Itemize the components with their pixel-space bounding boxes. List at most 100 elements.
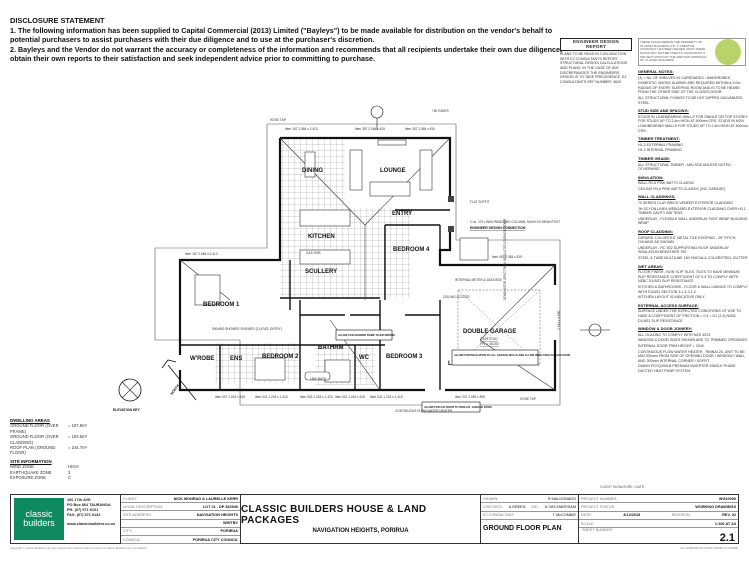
site-info-value: HIGH <box>68 464 79 470</box>
copyright-box: THESE PLANS REMAIN THE PROPERTY OF CLASS… <box>638 38 746 66</box>
client-field-value: WHITBY <box>223 521 238 526</box>
area-row: GROUND FLOOR (OVER FRAME)= 187.8m² <box>10 423 120 434</box>
client-row: CITY:PORIRUA <box>121 528 240 536</box>
shower-label: 900x900 SHOWER SHOWER (2 LEVEL ENTRY) <box>212 327 282 331</box>
engineer-report-box: ENGINEER DESIGN REPORT <box>560 38 632 52</box>
shower-dome-note: ALLOW FOR SHOWER DOME TO BATHROOM <box>338 333 395 337</box>
garage-ffl-label: FFL = 48.200 <box>480 342 499 346</box>
room-kitchen: KITCHEN <box>308 234 335 240</box>
client-row: COUNCIL:PORIRUA CITY COUNCIL <box>121 536 240 545</box>
north-arrow-icon <box>161 359 197 401</box>
revision-label: REVISION: <box>671 513 691 518</box>
room-double-garage: DOUBLE GARAGE <box>463 329 516 335</box>
floor-plan-drawing: DINING LOUNGE ENTRY KITCHEN SCULLERY BED… <box>113 105 610 413</box>
sheet-title: GROUND FLOOR PLAN <box>483 524 562 532</box>
site-info-value: 3 <box>68 469 71 475</box>
note-line: ALL GLAZING TO COMPLY WITH NZS 4223 <box>638 332 711 337</box>
elevation-key-label: ELEVATION KEY <box>113 408 141 412</box>
note-line: CEILING R3.6 PINK BATTS CLASSIC (INC GAR… <box>638 186 726 191</box>
client-row: CLIENT:NICK MONRAD & LAURELLE KERR <box>121 495 240 504</box>
note-line: STUDS IN LOADBEARING WALLS FOR SINGLE OR… <box>638 114 748 133</box>
note-line: H1.2 INTERNAL FRAMING <box>638 148 682 153</box>
area-label: ROOF PLAN (GROUND FLOOR) <box>10 445 56 456</box>
address-line: PO Box 864 TAURANGA <box>67 503 111 507</box>
client-field-value: NAVIGATION HEIGHTS <box>196 512 238 517</box>
disclosure-statement: DISCLOSURE STATEMENT 1. The following in… <box>10 16 570 64</box>
date-value: 4/12/2018 <box>623 513 641 518</box>
note-line: UNDERLAY - RC 502 SUPPORTING ROOF UNDERL… <box>638 245 729 255</box>
note-heading: ROOF CLADDING: <box>638 229 674 235</box>
window-label: Item 167 2.084 x 2.413 <box>185 252 218 256</box>
note-line: ALL STRUCTURAL FIXINGS TO BE HOT-DIPPED … <box>638 95 743 105</box>
client-field-value: PORIRUA CITY COUNCIL <box>192 537 238 542</box>
window-label: Item 041 1.215 x 1.415 <box>255 395 288 399</box>
window-label: Item 167 2.084 x 2.413 <box>285 127 318 131</box>
sheet-number-label: SHEET NUMBER: <box>582 528 614 533</box>
client-row: WHITBY <box>121 520 240 528</box>
note-heading: EXTERNAL ACCESS SURFACE: <box>638 302 699 308</box>
area-label: GROUND FLOOR (OVER FRAME) <box>10 423 59 434</box>
room-bedroom-2: BEDROOM 2 <box>262 354 299 360</box>
note-heading: STUD SIZE AND SPACING: <box>638 108 689 114</box>
gas-hob-label: GAS HOB <box>306 251 321 255</box>
address-line: 160 17th AVE <box>67 498 91 502</box>
note-line: UNDERLAY - FLEXIBLE WALL UNDERLAY FAST W… <box>638 216 748 226</box>
client-field-value: PORIRUA <box>220 529 238 534</box>
brand-panel: classic builders 160 17th AVE PO Box 864… <box>11 495 121 543</box>
room-bedroom-1: BEDROOM 1 <box>203 302 240 308</box>
note-line: ALL STRUCTURAL TIMBER - MIN SG8 UNLESS N… <box>638 162 731 172</box>
note-line: 70 SERIES CLAY BRICK VENEER EXTERIOR CLA… <box>638 201 733 206</box>
project-title-text: CLASSIC BUILDERS HOUSE & LAND PACKAGES <box>241 504 427 526</box>
room-bedroom-4: BEDROOM 4 <box>393 247 430 253</box>
client-row: SITE ADDRESS:NAVIGATION HEIGHTS <box>121 511 240 520</box>
beam-note: 2 no. 270 LINEA WEBOARD COLUMN, 90x90 H3… <box>470 220 560 224</box>
room-ensuite: ENS <box>230 356 242 362</box>
ceiling-access-label: CEILING ACCESS <box>443 295 470 299</box>
logo-line-1: classic <box>25 509 53 519</box>
hose-tap-label: HOSE TAP <box>270 118 286 122</box>
wd-value: N OELSNER/SAM <box>544 504 576 509</box>
site-information: DWELLING AREAS GROUND FLOOR (OVER FRAME)… <box>10 418 120 480</box>
garage-dimension: 2.784 x 4.850 <box>557 310 561 330</box>
note-line: JH SCYON LINEA WEBOARD EXTERIOR CLADDING… <box>638 206 746 216</box>
general-notes: THESE PLANS REMAIN THE PROPERTY OF CLASS… <box>638 38 748 373</box>
note-line: WALL R2.6 PINK BATTS CLASSIC <box>638 181 695 186</box>
engineer-report-text: PLANS TO BE READ IN CONJUNCTION WITH E2 … <box>560 52 628 84</box>
room-entry: ENTRY <box>392 211 412 217</box>
website-link[interactable]: www.classicbuilders.co.nz <box>67 522 115 526</box>
fax-line: FAX: (07) 571 6132 <box>67 513 101 517</box>
engineer-report: ENGINEER DESIGN REPORT PLANS TO BE READ … <box>560 38 632 84</box>
area-label: GROUND FLOOR (OVER CLADDING) <box>10 434 59 445</box>
water-heater-label: CONTINUOUS FLOW WATER HEATER <box>395 409 453 413</box>
note-line: DOMESTIC SMOKE ALARMS ARE REQUIRED WITHI… <box>638 81 741 95</box>
site-info-label: EARTHQUAKE ZONE <box>10 469 52 475</box>
room-bathroom: BATHRM <box>318 345 344 351</box>
note-heading: TIMBER TREATMENT: <box>638 136 680 142</box>
project-info: PROJECT NUMBER:WG10006 PROJECT STATUS:WO… <box>579 495 738 544</box>
note-heading: WALL CLADDINGS: <box>638 194 676 200</box>
elevation-key-icon <box>118 378 142 402</box>
site-info-heading: SITE INFORMATION <box>10 458 52 464</box>
area-row: GROUND FLOOR (OVER CLADDING) = 193.5m² <box>10 434 120 445</box>
title-block: classic builders 160 17th AVE PO Box 864… <box>10 494 739 544</box>
window-label: Item 057 2.084 x 815 <box>492 255 522 259</box>
garage-door-note: DOMINATOR SPECTRUM INSULATED GARAGE DOOR <box>503 218 507 300</box>
site-info-value: C <box>68 475 72 481</box>
project-status-value: WORKING DRAWINGS <box>695 504 736 509</box>
disclosure-p2: 2. Bayleys and the Vendor do not warrant… <box>10 44 562 64</box>
note-heading: GENERAL NOTES: <box>638 69 674 74</box>
consultant-value: T McCOMBIE <box>552 513 576 518</box>
room-bedroom-3: BEDROOM 3 <box>386 354 423 360</box>
project-number-label: PROJECT NUMBER: <box>581 496 618 501</box>
notes-list: GENERAL NOTES:(4) = No. OF SHELVES IN CU… <box>638 69 748 373</box>
note-heading: TIMBER GRADE: <box>638 155 671 161</box>
note-line: KITCHEN & BATHROOMS - FLOOR & WALL LININ… <box>638 284 748 294</box>
area-value: = 193.5m² <box>68 434 87 440</box>
client-field-value: NICK MONRAD & LAURELLE KERR <box>173 496 238 501</box>
floor-plan: DINING LOUNGE ENTRY KITCHEN SCULLERY BED… <box>100 100 640 480</box>
drawn-label: DRAWN: <box>483 496 499 501</box>
bath-label: 1800 BATH <box>310 377 327 381</box>
